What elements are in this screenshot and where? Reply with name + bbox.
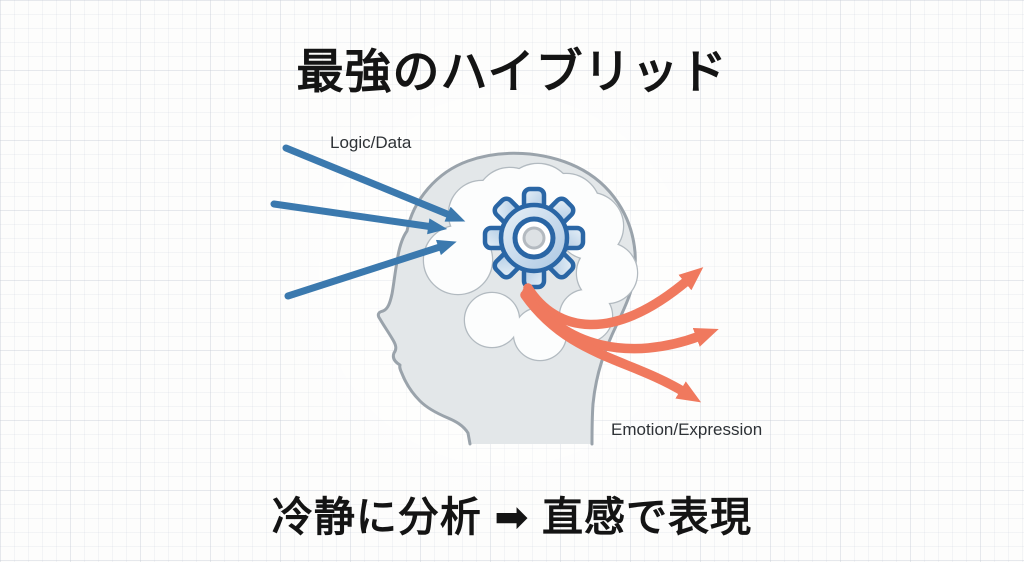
page-title: 最強のハイブリッド xyxy=(296,45,728,98)
logic-arrow-bottom xyxy=(284,239,457,300)
emotion-output-arrows xyxy=(520,267,719,403)
emotion-expression-label: Emotion/Expression xyxy=(611,420,763,439)
logic-arrow-top xyxy=(282,144,466,222)
logic-arrow-middle xyxy=(270,200,448,235)
summary-text: 冷静に分析 ➡ 直感で表現 xyxy=(271,494,753,540)
gear-icon xyxy=(482,186,586,290)
logic-data-label: Logic/Data xyxy=(330,133,412,152)
emotion-arrow-bottom xyxy=(520,290,702,403)
logic-input-arrows xyxy=(270,144,466,300)
